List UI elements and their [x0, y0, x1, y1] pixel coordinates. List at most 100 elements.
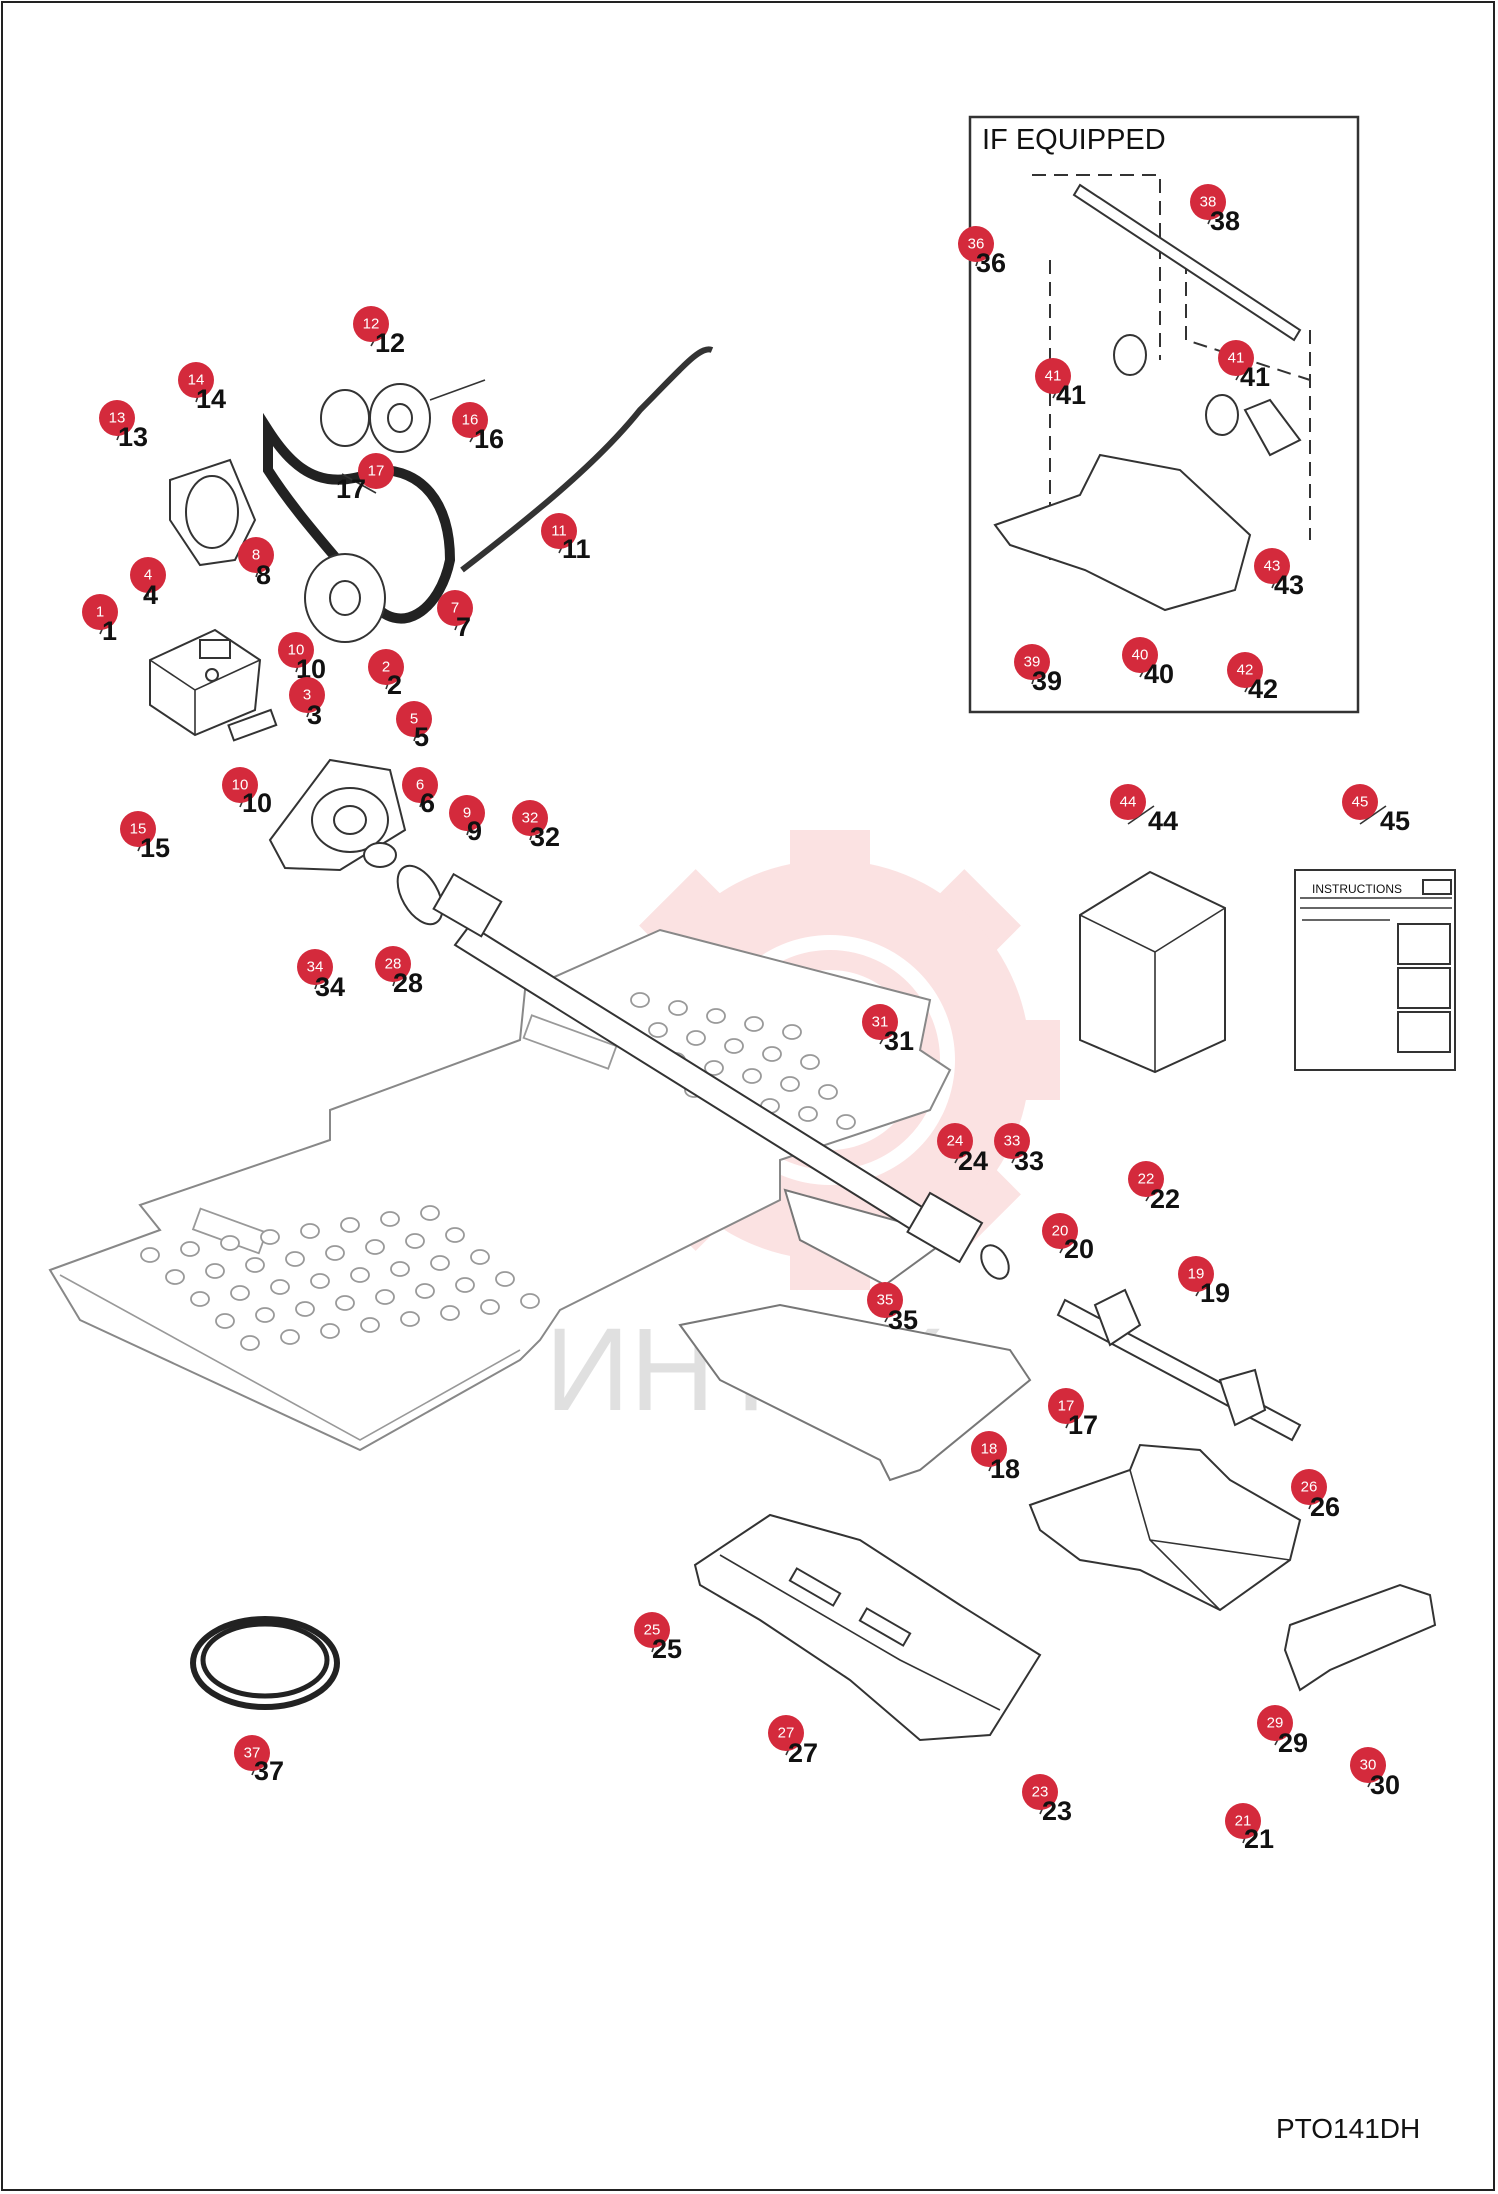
callout-badge-number: 10	[288, 642, 305, 659]
callout-label: 38	[1210, 206, 1240, 236]
callout-badge	[130, 557, 166, 593]
callout-badge	[120, 811, 156, 847]
callout-badge	[278, 632, 314, 668]
callout-badge-number: 32	[522, 810, 539, 827]
callout-badge-number: 41	[1045, 368, 1062, 385]
callout-label: 19	[1200, 1278, 1230, 1308]
callout-badge	[289, 677, 325, 713]
callout-badge	[368, 649, 404, 685]
callout-3: 33	[289, 677, 325, 730]
callout-badge	[1014, 644, 1050, 680]
callout-9: 99	[449, 795, 485, 846]
callout-badge-number: 29	[1267, 1715, 1284, 1732]
callout-badge	[437, 590, 473, 626]
callout-label: 20	[1064, 1234, 1094, 1264]
callout-label: 11	[562, 534, 591, 564]
callout-badge	[238, 537, 274, 573]
callout-badge	[1342, 784, 1378, 820]
callout-badge	[234, 1735, 270, 1771]
callout-badge	[402, 767, 438, 803]
callout-label: 28	[393, 968, 423, 998]
callout-label: 2	[387, 670, 402, 700]
callout-label: 30	[1370, 1770, 1400, 1800]
callout-badge-number: 7	[451, 600, 459, 617]
callout-badge-number: 13	[109, 410, 126, 427]
callout-7: 77	[437, 590, 473, 642]
callout-badge	[1291, 1469, 1327, 1505]
callout-badge	[99, 400, 135, 436]
callout-badge	[634, 1612, 670, 1648]
instructions-sheet: INSTRUCTIONS	[1294, 869, 1456, 1071]
callout-label: 16	[474, 424, 504, 454]
callout-label: 21	[1244, 1824, 1274, 1854]
callout-label: 10	[242, 788, 272, 818]
callout-badge-number: 38	[1200, 194, 1217, 211]
callout-badge	[1254, 548, 1290, 584]
drawing-code: PTO141DH	[1276, 2113, 1421, 2144]
floor-plate	[48, 928, 952, 1452]
callout-badge	[1350, 1747, 1386, 1783]
mount-bracket	[1283, 1583, 1437, 1692]
callout-badge-number: 20	[1052, 1223, 1069, 1240]
drive-belt	[263, 412, 456, 624]
leader-45	[1359, 805, 1387, 825]
callout-badge	[994, 1123, 1030, 1159]
callout-badge	[937, 1123, 973, 1159]
drive-pulley	[304, 553, 386, 643]
callout-label: 18	[990, 1454, 1020, 1484]
callout-label: 31	[884, 1026, 914, 1056]
callout-badge	[862, 1004, 898, 1040]
callout-1: 11	[82, 594, 118, 646]
callout-label: 5	[414, 722, 429, 752]
callout-badge-number: 39	[1024, 654, 1041, 671]
callout-badge-number: 17	[368, 463, 385, 480]
callout-badge-number: 18	[981, 1441, 998, 1458]
callout-badge	[1178, 1256, 1214, 1292]
callout-label: 22	[1150, 1184, 1180, 1214]
callout-badge-number: 37	[244, 1745, 261, 1762]
callout-label: 6	[420, 788, 435, 818]
callout-badge	[82, 594, 118, 630]
callout-label: 34	[315, 972, 345, 1002]
callout-badge-number: 24	[947, 1133, 964, 1150]
callout-label: 24	[958, 1146, 988, 1176]
callout-label: 45	[1380, 806, 1410, 836]
callout-2: 22	[368, 649, 404, 700]
callout-badge-number: 33	[1004, 1133, 1021, 1150]
leader-44	[1127, 805, 1155, 825]
callout-badge	[1042, 1213, 1078, 1249]
jack-shaft	[1056, 1288, 1302, 1442]
callout-label: 27	[788, 1738, 818, 1768]
callout-label: 7	[456, 612, 471, 642]
callout-badge-number: 3	[303, 687, 311, 704]
callout-badge	[178, 362, 214, 398]
callout-badge-number: 36	[968, 236, 985, 253]
callout-badge-number: 40	[1132, 647, 1149, 664]
callout-badge-number: 31	[872, 1014, 889, 1031]
callout-label: 44	[1148, 806, 1178, 836]
